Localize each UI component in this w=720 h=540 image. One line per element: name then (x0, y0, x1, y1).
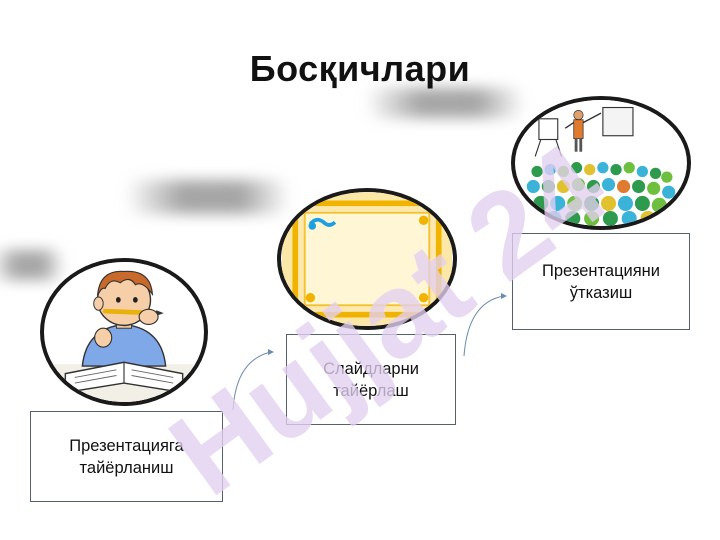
step-box-present: Презентацияни ўтказиш (512, 233, 690, 330)
step-label: Презентацияга тайёрланиш (69, 436, 184, 477)
decorative-shadow-bar (125, 180, 290, 214)
slide-frame-illustration (277, 188, 457, 330)
audience-presentation-illustration (511, 96, 691, 230)
connector-arrow-1 (232, 351, 272, 411)
connector-arrow-2 (463, 295, 505, 357)
decorative-shadow-bar (365, 88, 525, 118)
student-reading-illustration (40, 258, 208, 406)
arrowhead-icon (501, 293, 507, 299)
decorative-shadow-bar (0, 250, 65, 280)
step-label: Презентацияни ўтказиш (542, 261, 660, 302)
arrowhead-icon (268, 349, 274, 355)
audience-icon (516, 100, 686, 226)
step-label: Слайдларни тайёрлаш (323, 359, 419, 400)
slide-frame-icon (282, 192, 452, 326)
step-box-prepare: Презентацияга тайёрланиш (30, 411, 223, 502)
step-box-slides: Слайдларни тайёрлаш (286, 334, 456, 425)
page-title: Босқичлари (249, 48, 471, 89)
student-icon (44, 262, 204, 402)
